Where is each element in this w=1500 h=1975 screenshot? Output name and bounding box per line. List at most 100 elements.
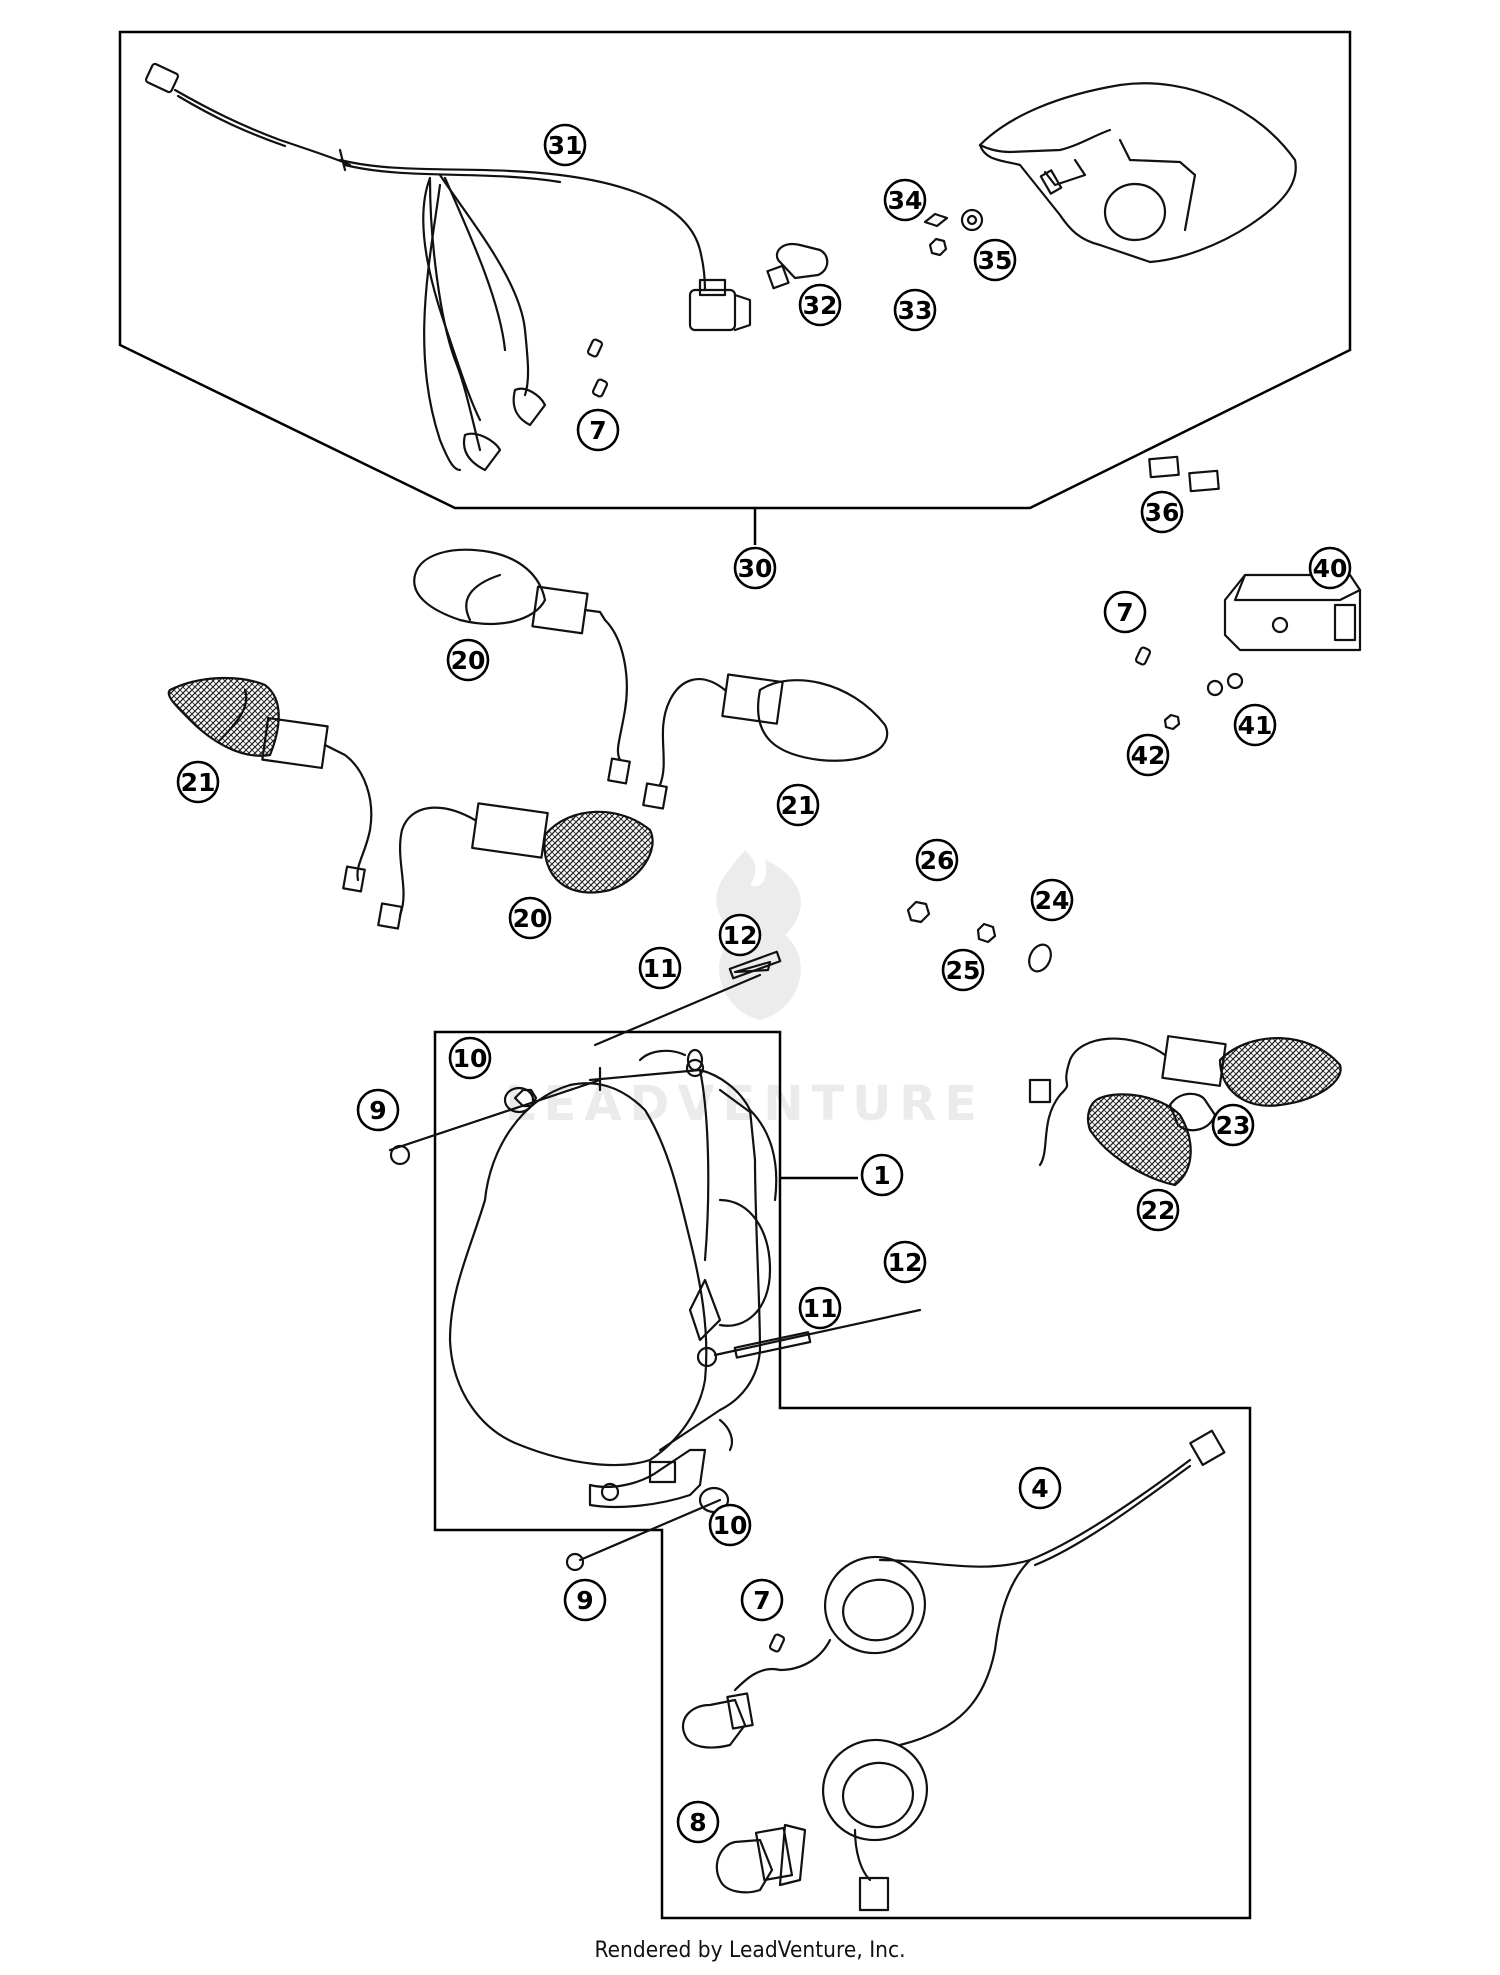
callout-9: 9 [356,1088,400,1132]
callout-number: 24 [1035,886,1070,915]
callout-35: 35 [973,238,1017,282]
turn-signal-20-top [413,548,631,785]
callout-41: 41 [1233,703,1277,747]
callout-circle [718,913,762,957]
group-frames [118,30,1352,1920]
callout-circle [860,1153,904,1197]
callout-number: 7 [589,416,606,445]
callout-number: 8 [689,1808,706,1837]
callout-number: 7 [753,1586,770,1615]
callout-36: 36 [1140,490,1184,534]
turn-signal-21-left [167,676,373,893]
callout-circle [356,1088,400,1132]
callout-42: 42 [1126,733,1170,777]
wiring-4 [733,1429,1226,1912]
callout-number: 42 [1131,741,1166,770]
callout-circle [883,1240,927,1284]
callout-number: 34 [888,186,923,215]
frame-tail-light-group [118,30,1352,510]
callout-circle [893,288,937,332]
callout-circle [576,408,620,452]
callout-20: 20 [446,638,490,682]
callout-circle [638,946,682,990]
callout-circle [1030,878,1074,922]
turn-signal-20-bottom [377,802,654,930]
callout-number: 9 [576,1586,593,1615]
license-light-40 [1223,573,1362,652]
callout-number: 22 [1141,1196,1176,1225]
callout-circle [733,546,777,590]
callout-number: 31 [548,131,583,160]
callout-number: 9 [369,1096,386,1125]
callout-number: 21 [781,791,816,820]
frame-headlight-group [433,1030,1252,1920]
callout-circle [1308,546,1352,590]
callout-circle [1211,1103,1255,1147]
bulb-8 [715,1823,807,1894]
callout-11: 11 [638,946,682,990]
callout-22: 22 [1136,1188,1180,1232]
callout-circle [740,1578,784,1622]
headlight-assembly-1 [448,1049,778,1509]
small-bulbs-7-top [586,338,609,398]
callout-21: 21 [776,783,820,827]
callout-7: 7 [740,1578,784,1622]
callout-33: 33 [893,288,937,332]
callout-4: 4 [1018,1466,1062,1510]
callout-number: 40 [1313,554,1348,583]
callout-9: 9 [563,1578,607,1622]
callout-circle [176,760,220,804]
callout-1: 1 [860,1153,904,1197]
callout-20: 20 [508,896,552,940]
callout-number: 33 [898,296,933,325]
callout-circle [508,896,552,940]
callout-number: 1 [873,1161,890,1190]
callout-number: 10 [713,1511,748,1540]
callout-34: 34 [883,178,927,222]
callout-number: 11 [643,954,678,983]
bulb-7-lower [682,1633,786,1749]
callout-7: 7 [576,408,620,452]
callout-23: 23 [1211,1103,1255,1147]
callout-number: 26 [920,846,955,875]
callout-circle [448,1036,492,1080]
callout-number: 21 [181,768,216,797]
callout-32: 32 [798,283,842,327]
hardware-24-25-26 [906,900,1052,973]
callout-circle [798,283,842,327]
callout-circle [708,1503,752,1547]
footer-credit: Rendered by LeadVenture, Inc. [594,1938,906,1963]
callout-11: 11 [798,1286,842,1330]
lens-22 [1086,1093,1192,1187]
headlight-hardware [388,950,922,1572]
callout-25: 25 [941,948,985,992]
callout-12: 12 [718,913,762,957]
callout-number: 23 [1216,1111,1251,1140]
callout-circle [1140,490,1184,534]
callout-26: 26 [915,838,959,882]
callout-number: 20 [451,646,486,675]
callout-circle [973,238,1017,282]
hardware-33-34-35 [923,208,984,257]
callout-circle [915,838,959,882]
callout-number: 41 [1238,711,1273,740]
turn-signal-21-right [642,673,889,810]
callout-circle [798,1286,842,1330]
callout-circle [776,783,820,827]
callout-8: 8 [676,1800,720,1844]
callout-24: 24 [1030,878,1074,922]
callout-circle [676,1800,720,1844]
callout-number: 11 [803,1294,838,1323]
callout-circle [1136,1188,1180,1232]
callout-circle [1126,733,1170,777]
callout-circle [543,123,587,167]
callout-number: 12 [723,921,758,950]
wiring-harness-31 [144,62,707,472]
bulb-32 [766,242,829,290]
callout-10: 10 [448,1036,492,1080]
callout-circle [941,948,985,992]
callout-10: 10 [708,1503,752,1547]
callout-number: 35 [978,246,1013,275]
